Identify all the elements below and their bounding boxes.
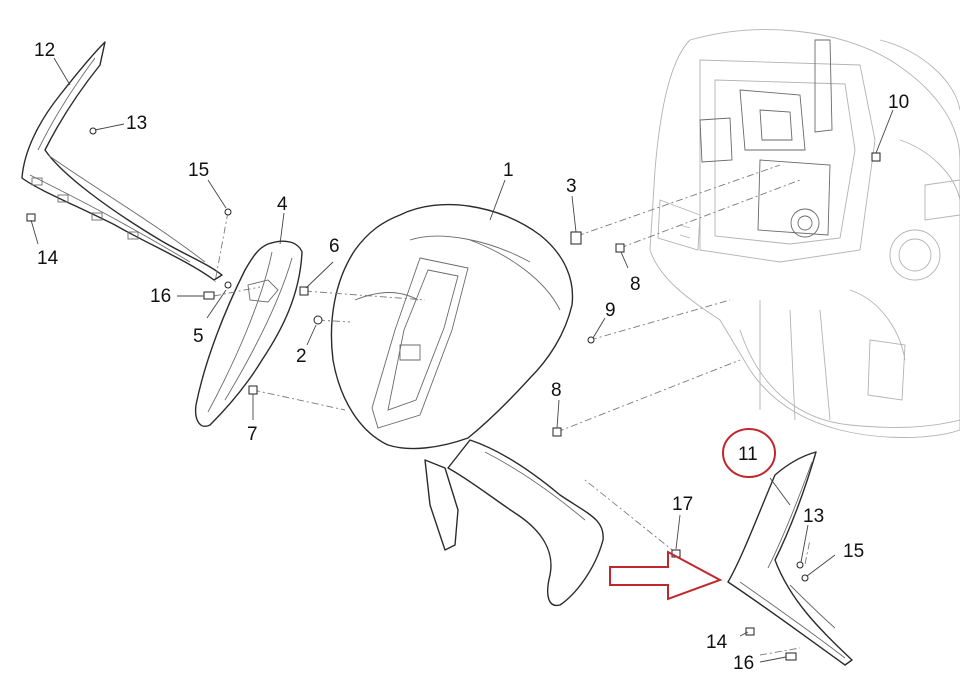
callout-8-lower: 8 [551,380,562,401]
callout-5: 5 [193,326,204,347]
part-4-center-strip [194,240,303,427]
callout-4: 4 [277,194,288,215]
screw-13-right [796,561,804,569]
callout-labels: 1 2 3 4 5 6 7 8 8 9 10 11 12 13 13 14 14… [34,40,909,674]
hardware [26,127,881,661]
screw-15-left [224,208,232,216]
callout-16-right: 16 [733,653,754,674]
clip-6 [299,286,309,296]
callout-16-left: 16 [150,286,171,307]
callout-10: 10 [888,92,909,113]
part-1-front-shield [330,203,604,607]
callout-14-left: 14 [37,248,59,269]
highlight-circle [722,428,776,478]
part-11-trim-piece [727,451,853,666]
nut-16-left [203,291,215,300]
callout-14-right: 14 [706,632,728,653]
callout-6: 6 [329,236,340,257]
callout-12: 12 [34,40,55,61]
callout-13-left: 13 [126,113,147,134]
highlight-arrow [609,550,723,601]
callout-7: 7 [247,424,258,445]
nut-7 [248,385,258,395]
screw-13-left [89,127,97,135]
callout-1: 1 [503,160,514,181]
callout-11: 11 [738,444,758,465]
scooter-headlight-assembly [699,39,833,238]
nut-10 [871,152,881,162]
callout-15-right: 15 [843,541,864,562]
clip-14-left [26,213,36,222]
clip-14-right [745,627,755,636]
scooter-frame-body [649,29,960,438]
callout-9: 9 [605,300,616,321]
callout-8-upper: 8 [630,274,641,295]
clip-5 [224,281,232,289]
nut-8-lower [552,427,562,437]
part-12-trim-strip [21,41,223,281]
leader-lines [30,57,894,663]
nut-16-right [785,652,797,661]
washer-2 [313,315,323,325]
bracket-3 [570,231,582,245]
nut-8-upper [615,243,625,253]
callout-3: 3 [566,176,577,197]
callout-15-left: 15 [188,160,209,181]
screw-9 [587,336,595,344]
screw-15-right [801,574,809,582]
callout-2: 2 [296,346,307,367]
assembly-lines [213,164,811,656]
callout-13-right: 13 [803,506,824,527]
callout-17: 17 [672,494,693,515]
